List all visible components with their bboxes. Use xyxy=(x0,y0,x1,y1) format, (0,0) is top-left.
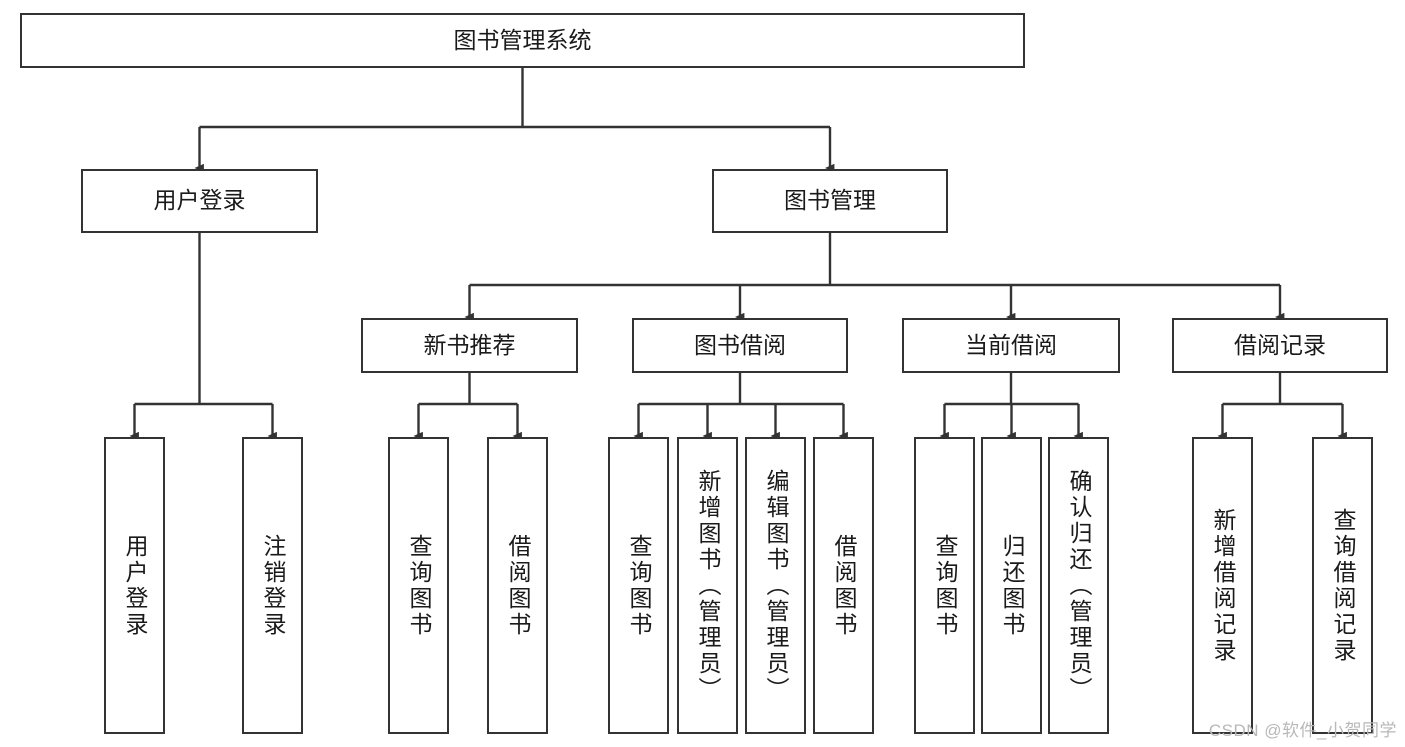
node-label: 借阅图书 xyxy=(831,533,857,638)
node-leaf-query-book-1[interactable]: 查询图书 xyxy=(388,437,449,734)
node-label: 用户登录 xyxy=(153,187,246,214)
node-label: 查询图书 xyxy=(932,533,958,638)
node-user-login[interactable]: 用户登录 xyxy=(81,169,318,233)
node-leaf-query-book-3[interactable]: 查询图书 xyxy=(914,437,975,734)
node-label: 新增借阅记录 xyxy=(1210,507,1236,664)
node-new-book-rec[interactable]: 新书推荐 xyxy=(361,318,578,373)
node-label: 借阅图书 xyxy=(505,533,531,638)
node-label: 确认归还（管理员） xyxy=(1066,468,1092,703)
node-book-borrow[interactable]: 图书借阅 xyxy=(632,318,848,373)
node-leaf-query-book-2[interactable]: 查询图书 xyxy=(608,437,669,734)
node-label: 新书推荐 xyxy=(423,331,516,358)
node-leaf-confirm-return[interactable]: 确认归还（管理员） xyxy=(1048,437,1109,734)
node-label: 注销登录 xyxy=(260,533,286,638)
node-leaf-user-login[interactable]: 用户登录 xyxy=(104,437,165,734)
node-root[interactable]: 图书管理系统 xyxy=(20,13,1025,68)
node-current-borrow[interactable]: 当前借阅 xyxy=(902,318,1120,373)
node-label: 新增图书（管理员） xyxy=(695,468,721,703)
node-label: 用户登录 xyxy=(122,533,148,638)
node-leaf-edit-book[interactable]: 编辑图书（管理员） xyxy=(745,437,806,734)
node-label: 图书管理系统 xyxy=(453,26,592,53)
node-borrow-record[interactable]: 借阅记录 xyxy=(1172,318,1388,373)
node-book-admin[interactable]: 图书管理 xyxy=(712,169,948,233)
node-leaf-add-record[interactable]: 新增借阅记录 xyxy=(1192,437,1253,734)
node-leaf-return-book[interactable]: 归还图书 xyxy=(981,437,1042,734)
node-label: 图书借阅 xyxy=(694,331,786,358)
node-label: 编辑图书（管理员） xyxy=(763,468,789,703)
node-leaf-borrow-book-2[interactable]: 借阅图书 xyxy=(813,437,874,734)
watermark: CSDN @软件_小贺同学 xyxy=(1208,721,1397,740)
node-label: 归还图书 xyxy=(999,533,1025,638)
node-label: 查询借阅记录 xyxy=(1330,507,1356,664)
node-label: 借阅记录 xyxy=(1234,331,1326,358)
node-label: 当前借阅 xyxy=(965,331,1057,358)
node-leaf-add-book[interactable]: 新增图书（管理员） xyxy=(677,437,738,734)
node-label: 图书管理 xyxy=(784,187,876,214)
node-leaf-borrow-book-1[interactable]: 借阅图书 xyxy=(487,437,548,734)
node-label: 查询图书 xyxy=(626,533,652,638)
node-label: 查询图书 xyxy=(406,533,432,638)
node-leaf-query-record[interactable]: 查询借阅记录 xyxy=(1312,437,1373,734)
node-leaf-logout[interactable]: 注销登录 xyxy=(242,437,303,734)
